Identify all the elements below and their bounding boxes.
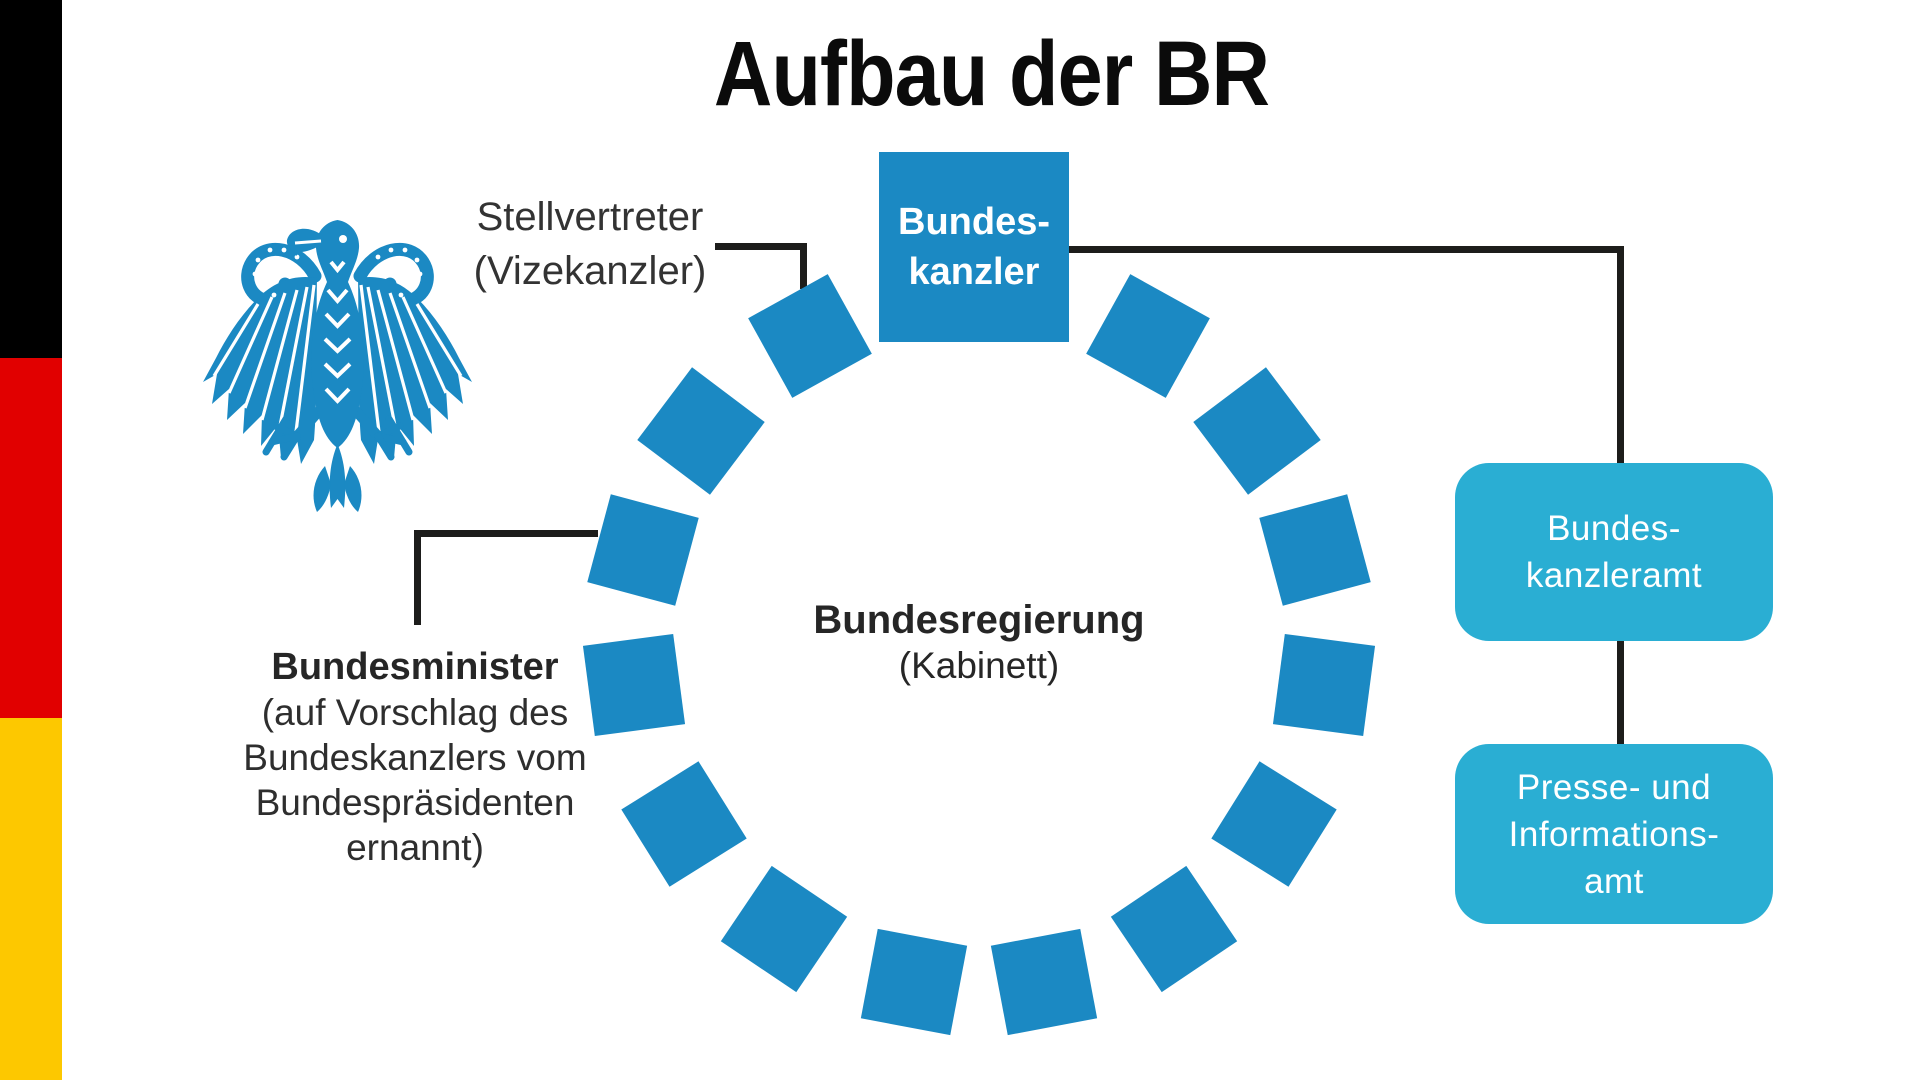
minister-square (1110, 865, 1237, 992)
label-bundesminister-line4: Bundespräsidenten (255, 782, 575, 823)
label-bundesregierung: Bundesregierung (Kabinett) (779, 597, 1179, 689)
node-presseamt: Presse- und Informations- amt (1455, 744, 1773, 924)
label-bundesregierung-line2: (Kabinett) (898, 645, 1060, 686)
page-title: Aufbau der BR (713, 23, 1269, 125)
minister-square (721, 865, 848, 992)
connector-kanzleramt-presseamt (1617, 638, 1624, 748)
connector-stellvertreter-vertical (800, 243, 807, 289)
connector-kanzler-kanzleramt-horizontal (1066, 246, 1624, 253)
label-bundesminister-line2: (auf Vorschlag des (261, 692, 569, 733)
minister-square (748, 273, 873, 398)
minister-square (1085, 273, 1210, 398)
label-bundesminister-line3: Bundeskanzlers vom (243, 737, 587, 778)
flag-stripe-black (0, 0, 62, 358)
minister-square (1211, 761, 1337, 888)
label-bundesregierung-line1: Bundesregierung (813, 598, 1145, 642)
connector-kanzler-kanzleramt-vertical (1617, 246, 1624, 467)
label-bundesminister-line1: Bundesminister (271, 646, 559, 688)
minister-square (861, 928, 968, 1036)
label-stellvertreter-line2: (Vizekanzler) (473, 249, 707, 293)
node-bundeskanzler-line2: kanzler (908, 251, 1040, 293)
minister-square (621, 761, 747, 888)
minister-square (1272, 634, 1376, 737)
node-bundeskanzler: Bundes- kanzler (879, 152, 1069, 342)
label-bundesminister-line5: ernannt) (346, 827, 484, 868)
node-presseamt-line3: amt (1584, 861, 1644, 901)
connector-bundesminister-horizontal (414, 530, 598, 537)
node-bundeskanzleramt: Bundes- kanzleramt (1455, 463, 1773, 641)
label-bundesminister: Bundesminister (auf Vorschlag des Bundes… (215, 645, 615, 870)
node-bundeskanzler-line1: Bundes- (898, 201, 1050, 243)
connector-bundesminister-vertical (414, 530, 421, 625)
node-bundeskanzleramt-line1: Bundes- (1547, 509, 1681, 548)
label-stellvertreter: Stellvertreter (Vizekanzler) (440, 190, 740, 298)
minister-square (1259, 494, 1371, 606)
node-bundeskanzleramt-line2: kanzleramt (1525, 556, 1703, 595)
flag-stripe-red (0, 358, 62, 718)
bundesadler-eagle (203, 220, 475, 512)
minister-square (587, 494, 699, 606)
node-presseamt-line1: Presse- und (1516, 767, 1712, 807)
minister-square (637, 366, 765, 495)
minister-square (1193, 366, 1321, 495)
connector-stellvertreter-horizontal (715, 243, 807, 250)
flag-stripe-gold (0, 718, 62, 1080)
label-stellvertreter-line1: Stellvertreter (476, 195, 704, 239)
node-presseamt-line2: Informations- (1508, 814, 1720, 854)
minister-square (990, 928, 1097, 1036)
